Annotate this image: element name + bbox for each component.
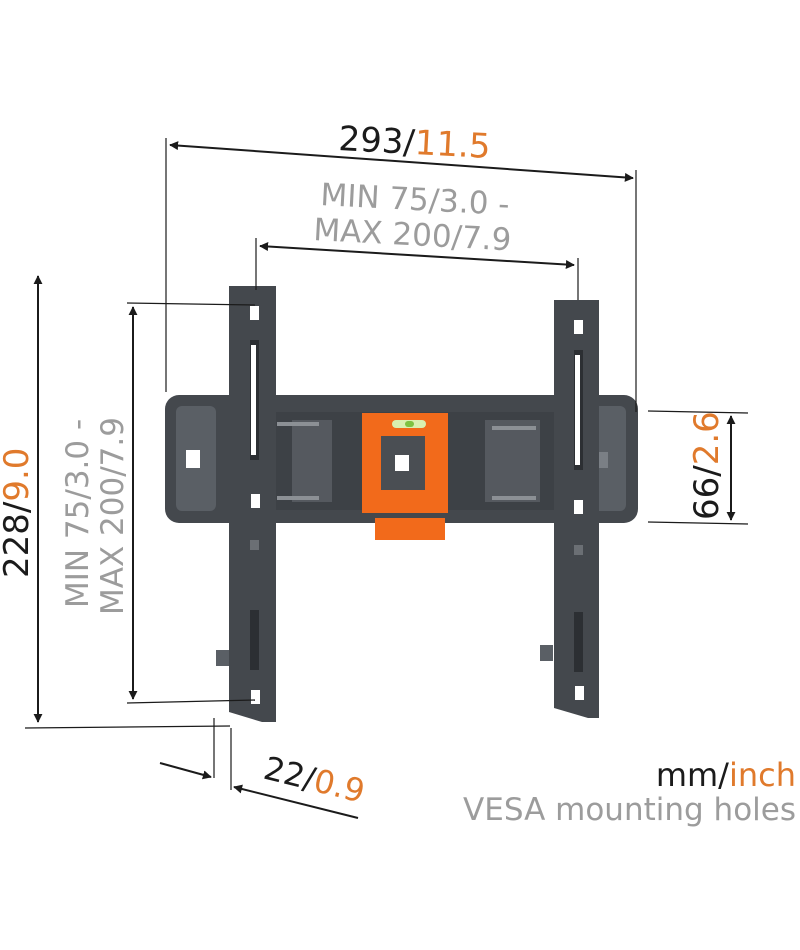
vesa-horizontal-arrow [259, 241, 575, 270]
overall-width-arrow [169, 141, 634, 182]
vesa-vertical-label-line2: MAX 200/7.9 [95, 417, 131, 615]
vesa-note: VESA mounting holes [463, 792, 796, 828]
right-vertical-arm [540, 300, 599, 718]
vesa-horizontal-label-line2: MAX 200/7.9 [313, 212, 513, 258]
height-label: 228/9.0 [0, 448, 37, 578]
depth-label: 22/0.9 [260, 749, 369, 811]
plate-height-label: 66/2.6 [687, 411, 727, 520]
vesa-horizontal-label-line1: MIN 75/3.0 - [320, 177, 511, 223]
vesa-vertical-label-line1: MIN 75/3.0 - [60, 419, 96, 608]
spirit-level [362, 413, 448, 540]
left-vertical-arm [216, 286, 276, 722]
depth-arrow-right [233, 784, 359, 819]
units-legend: mm/inch [656, 756, 796, 794]
extension-lines [24, 138, 749, 790]
overall-width-label: 293/11.5 [338, 119, 492, 167]
depth-arrow-left [159, 762, 212, 780]
dimension-arrows [33, 141, 736, 819]
